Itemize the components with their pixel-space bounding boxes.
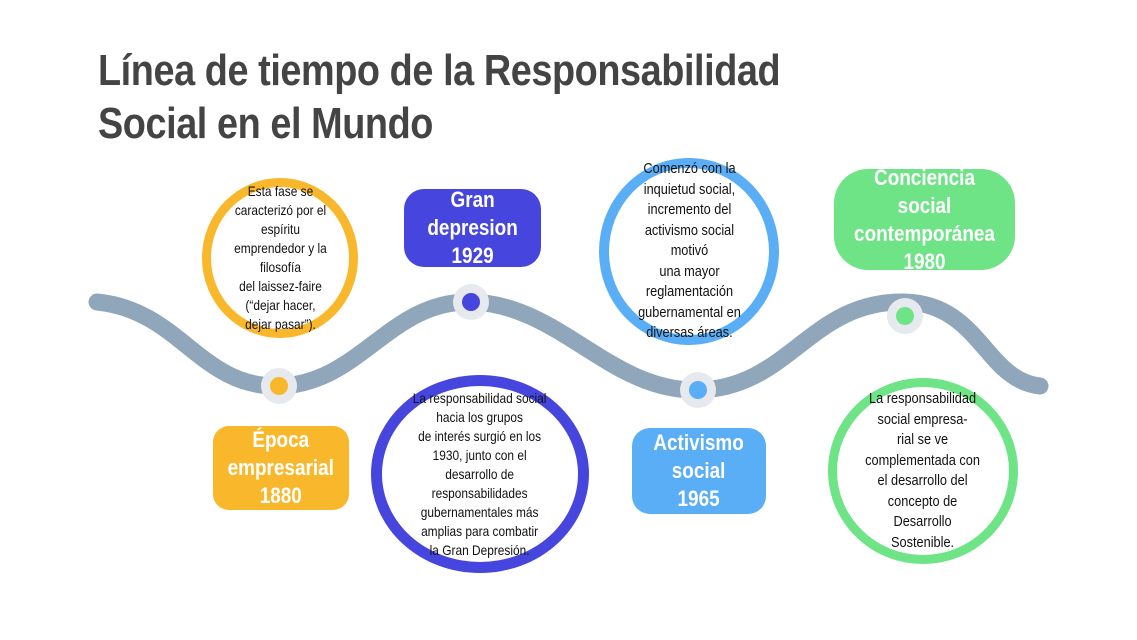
page-title: Línea de tiempo de la Responsabilidad So… <box>98 46 781 148</box>
milestone-label-1965: Activismo social 1965 <box>632 428 766 514</box>
description-text-1980: La responsabilidad social empresa- rial … <box>865 390 981 551</box>
description-circle-1965: Comenzó con la inquietud social, increme… <box>599 158 779 345</box>
description-circle-1929: La responsabilidad social hacia los grup… <box>371 375 589 573</box>
milestone-label-text-1880: Época empresarial 1880 <box>227 427 335 508</box>
description-circle-1880: Esta fase se caracterizó por el espíritu… <box>202 178 358 338</box>
timeline-node-1980 <box>887 298 923 334</box>
description-text-1929: La responsabilidad social hacia los grup… <box>413 389 547 558</box>
timeline-node-1965 <box>680 372 716 408</box>
milestone-label-text-1929: Gran depresion 1929 <box>427 187 518 268</box>
milestone-label-1980: Conciencia social contemporánea 1980 <box>834 165 1015 274</box>
milestone-label-1880: Época empresarial 1880 <box>213 426 349 510</box>
timeline-node-1929 <box>453 284 489 320</box>
description-text-1880: Esta fase se caracterizó por el espíritu… <box>233 183 327 332</box>
description-circle-1980: La responsabilidad social empresa- rial … <box>828 378 1018 564</box>
milestone-label-text-1980: Conciencia social contemporánea 1980 <box>854 164 995 274</box>
timeline-node-1880 <box>261 368 297 404</box>
milestone-label-1929: Gran depresion 1929 <box>404 187 541 268</box>
description-text-1965: Comenzó con la inquietud social, increme… <box>637 160 741 342</box>
milestone-label-text-1965: Activismo social 1965 <box>653 430 745 511</box>
